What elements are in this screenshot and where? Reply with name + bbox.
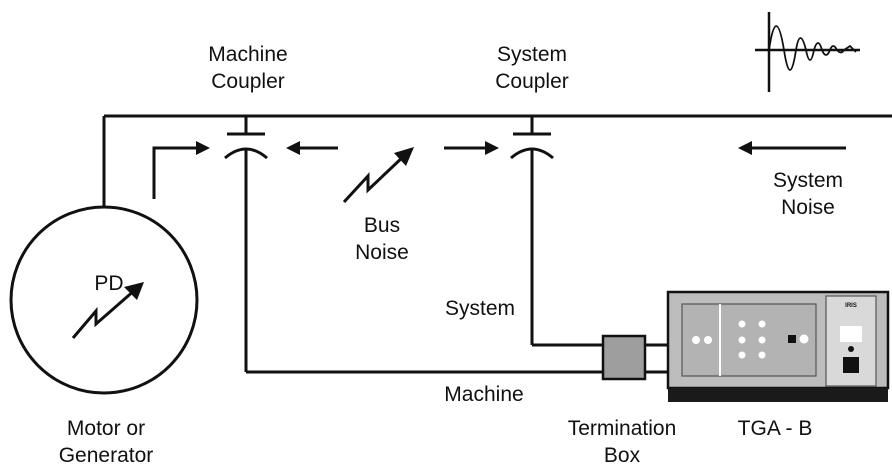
bus-noise-label: Bus Noise (355, 214, 409, 264)
machine-coupler-label: Machine Coupler (208, 43, 288, 93)
pd-signal-arrow (152, 141, 210, 199)
tga-b-device (666, 290, 890, 402)
motor-generator-circle (9, 205, 199, 395)
termination-box (601, 334, 647, 381)
bus-noise-left-arrow (286, 141, 338, 155)
machine-line-label: Machine (444, 383, 524, 406)
bus-line (102, 114, 892, 222)
device-brand-logo: IRIS (845, 303, 857, 309)
pd-label: PD (94, 272, 124, 295)
termination-to-device-cables (645, 343, 668, 374)
system-coupler-label: System Coupler (495, 43, 569, 93)
bus-noise-lightning-arrow-icon (342, 147, 414, 204)
pd-pulse-waveform-icon (755, 12, 860, 92)
pd-lightning-arrow-icon (71, 282, 144, 339)
system-noise-label: System Noise (772, 169, 843, 219)
system-coupler-symbol (510, 116, 603, 347)
system-noise-arrow (738, 141, 846, 155)
bus-noise-right-arrow (444, 141, 499, 155)
motor-or-generator-label: Motor or Generator (58, 417, 154, 467)
tga-b-label: TGA - B (737, 417, 813, 440)
machine-coupler-symbol (224, 116, 603, 374)
system-line-label: System (444, 297, 515, 320)
termination-box-label: Termination Box (567, 417, 677, 467)
